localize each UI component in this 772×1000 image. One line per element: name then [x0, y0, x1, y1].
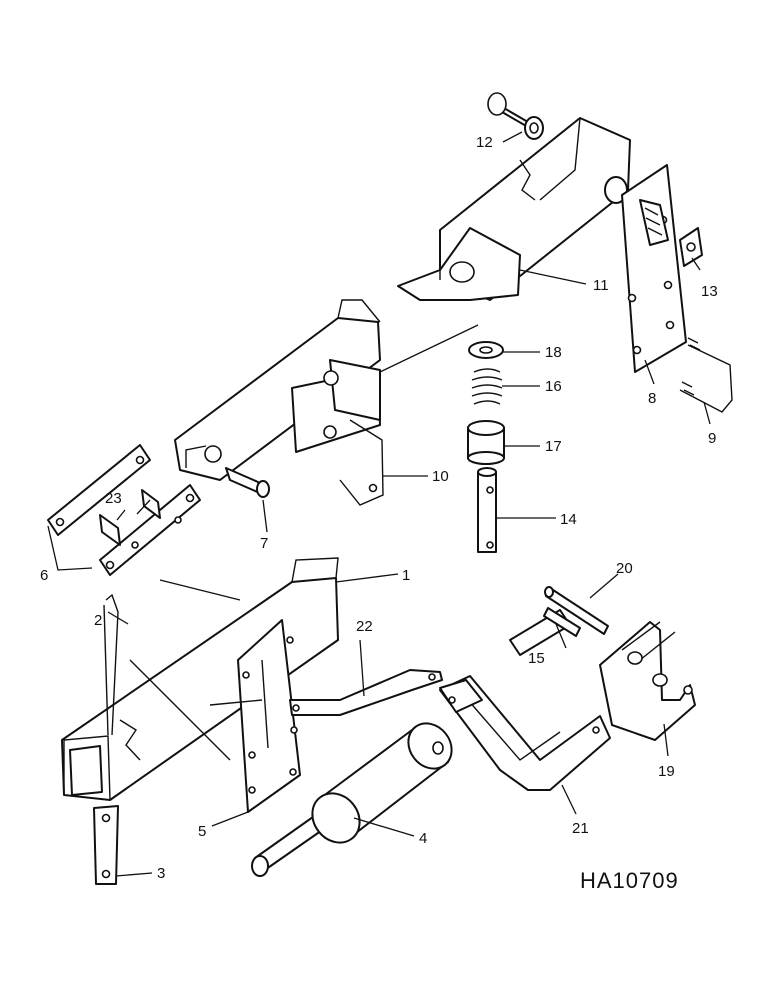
- part-6-plates: [47, 444, 201, 576]
- callout-5: 5: [198, 823, 206, 840]
- part-4-cylinder: [251, 722, 453, 877]
- part-18-washer: [468, 341, 504, 359]
- part-7-pin: [225, 467, 270, 498]
- callout-7: 7: [260, 535, 268, 552]
- callout-9: 9: [708, 430, 716, 447]
- part-20-pin: [544, 586, 609, 635]
- part-11-upper-tube: [397, 117, 631, 301]
- part-19-clevis: [599, 621, 696, 741]
- callout-14: 14: [560, 511, 577, 528]
- callout-10: 10: [432, 468, 449, 485]
- callout-6: 6: [40, 567, 48, 584]
- callout-4: 4: [419, 830, 427, 847]
- part-8-plate: [621, 164, 687, 373]
- callout-18: 18: [545, 344, 562, 361]
- part-22-bar: [289, 669, 443, 716]
- part-14-pin: [477, 467, 497, 553]
- drawing-code: HA10709: [580, 868, 679, 893]
- callout-19: 19: [658, 763, 675, 780]
- part-16-spring: [471, 368, 503, 405]
- part-5-mount-plate: [237, 619, 301, 813]
- part-10-tube-bracket: [174, 299, 384, 506]
- callout-13: 13: [701, 283, 718, 300]
- callout-12: 12: [476, 134, 493, 151]
- callout-3: 3: [157, 865, 165, 882]
- part-21-arm: [439, 609, 611, 791]
- part-17-bushing: [467, 420, 505, 465]
- part-9-u-bolt: [679, 337, 733, 413]
- part-12-sleeve: [487, 92, 544, 140]
- callout-22: 22: [356, 618, 373, 635]
- callout-8: 8: [648, 390, 656, 407]
- callout-15: 15: [528, 650, 545, 667]
- part-15-pin: [543, 607, 581, 637]
- part-23-spacers: [99, 489, 161, 546]
- callout-17: 17: [545, 438, 562, 455]
- leader-lines: [47, 131, 711, 877]
- part-3-link: [93, 805, 119, 885]
- part-13-washer: [679, 227, 703, 267]
- callout-21: 21: [572, 820, 589, 837]
- callout-23: 23: [105, 490, 122, 507]
- callout-20: 20: [616, 560, 633, 577]
- callout-1: 1: [402, 567, 410, 584]
- callout-2: 2: [94, 612, 102, 629]
- part-2-hook-bolt: [103, 593, 119, 736]
- callout-16: 16: [545, 378, 562, 395]
- callout-11: 11: [593, 277, 609, 294]
